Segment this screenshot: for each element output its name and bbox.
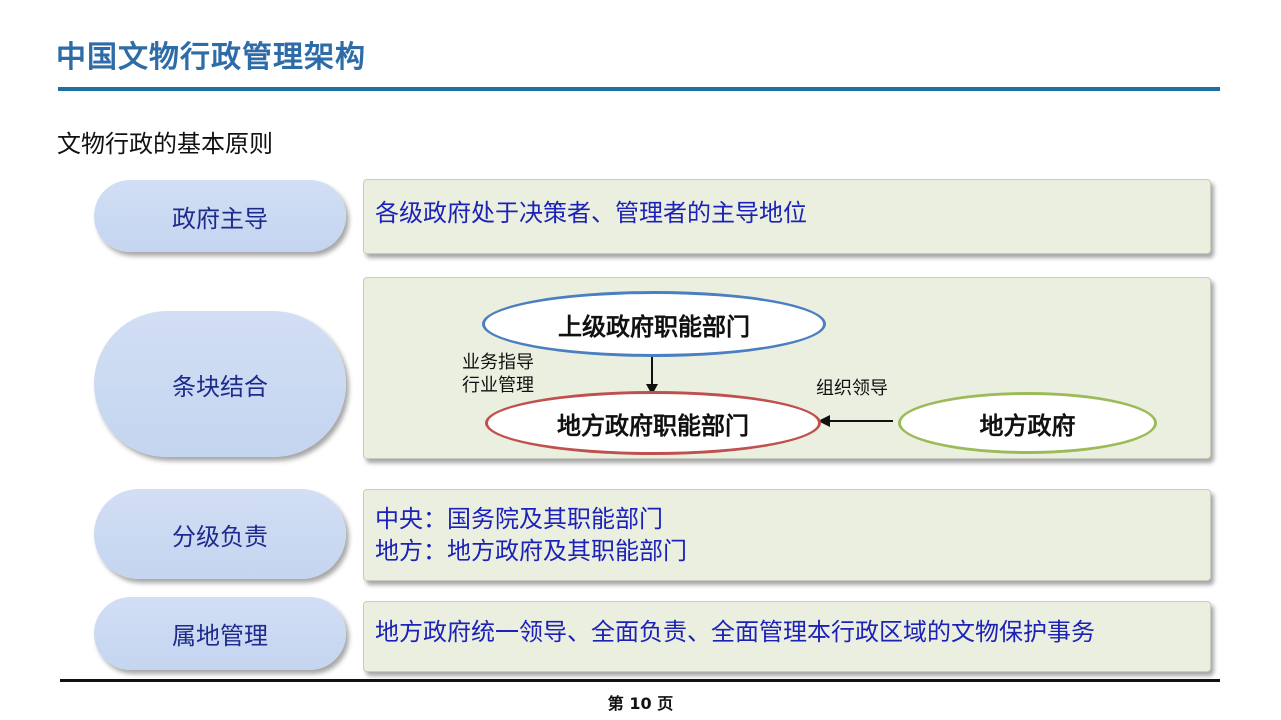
- page-title: 中国文物行政管理架构: [56, 40, 366, 75]
- principle-box-government-led: 各级政府处于决策者、管理者的主导地位: [363, 179, 1211, 254]
- principle-box-tiered: 中央：国务院及其职能部门 地方：地方政府及其职能部门: [363, 489, 1211, 581]
- principle-pill-territorial: 属地管理: [94, 597, 346, 670]
- principle-description: 各级政府处于决策者、管理者的主导地位: [375, 199, 807, 227]
- principle-pill-combined: 条块结合: [94, 311, 346, 457]
- horizontal-relation-label: 组织领导: [816, 378, 888, 399]
- local-department-ellipse: 地方政府职能部门: [485, 391, 821, 455]
- local-department-label: 地方政府职能部门: [557, 411, 749, 440]
- principle-description: 地方政府统一领导、全面负责、全面管理本行政区域的文物保护事务: [375, 618, 1095, 646]
- local-level-text: 地方：地方政府及其职能部门: [375, 537, 687, 565]
- vertical-arrow-head: [646, 384, 658, 395]
- principle-pill-tiered: 分级负责: [94, 489, 346, 579]
- upper-department-ellipse: 上级政府职能部门: [482, 291, 826, 357]
- industry-management-text: 行业管理: [462, 375, 534, 396]
- section-subtitle: 文物行政的基本原则: [57, 130, 273, 158]
- principle-box-territorial: 地方政府统一领导、全面负责、全面管理本行政区域的文物保护事务: [363, 601, 1211, 672]
- local-government-ellipse: 地方政府: [898, 392, 1157, 454]
- page-number: 第 10 页: [607, 694, 674, 713]
- local-government-label: 地方政府: [979, 411, 1076, 440]
- principle-label: 政府主导: [172, 204, 268, 233]
- principle-label: 分级负责: [172, 522, 268, 551]
- principle-label: 条块结合: [172, 372, 268, 401]
- upper-department-label: 上级政府职能部门: [558, 312, 750, 341]
- footer-divider: [60, 679, 1220, 682]
- central-level-text: 中央：国务院及其职能部门: [375, 505, 663, 533]
- principle-pill-government-led: 政府主导: [94, 180, 346, 252]
- principle-label: 属地管理: [172, 622, 268, 650]
- horizontal-arrow-head: [818, 415, 830, 427]
- vertical-relation-label: 业务指导 行业管理: [462, 351, 534, 397]
- title-divider: [58, 87, 1220, 91]
- business-guidance-text: 业务指导: [462, 352, 534, 373]
